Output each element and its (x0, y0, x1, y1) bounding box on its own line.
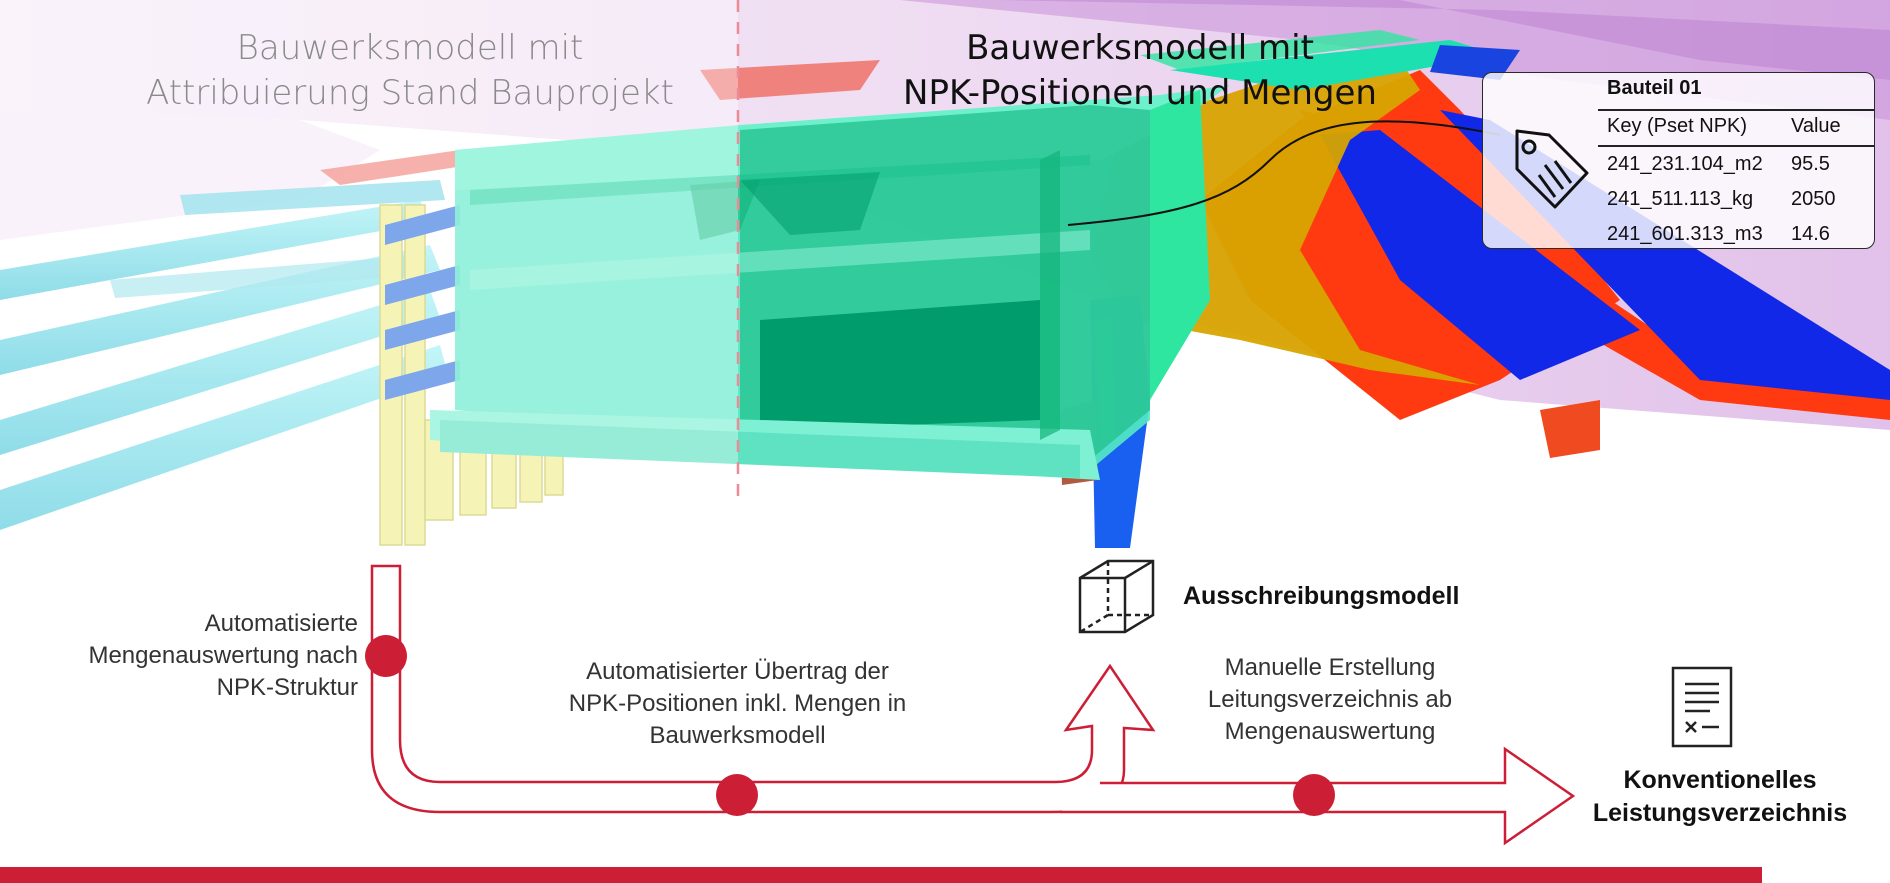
step1-line2: Mengenauswertung nach (88, 642, 358, 669)
title-left: Bauwerksmodell mit Attribuierung Stand B… (120, 26, 700, 116)
step2-line1: Automatisierter Übertrag der (586, 658, 889, 685)
card-title-rule (1598, 109, 1874, 111)
tag-icon (1515, 129, 1589, 209)
title-left-line1: Bauwerksmodell mit (236, 28, 584, 68)
card-header-value: Value (1791, 115, 1841, 137)
step2-line2: NPK-Positionen inkl. Mengen in (568, 690, 907, 717)
marker-step3 (1293, 774, 1335, 816)
card-title: Bauteil 01 (1607, 77, 1702, 99)
output2-line2: Leistungsverzeichnis (1592, 799, 1848, 827)
left-veil (0, 0, 738, 560)
step3-line1: Manuelle Erstellung (1224, 654, 1436, 681)
step3-line3: Mengenauswertung (1224, 718, 1436, 745)
step2-label: Automatisierter Übertrag der NPK-Positio… (530, 656, 945, 752)
card-header-key: Key (Pset NPK) (1607, 115, 1748, 137)
title-right-line2: NPK-Positionen und Mengen (903, 73, 1377, 113)
anchor-heads (385, 205, 460, 400)
card-row-value: 95.5 (1791, 153, 1830, 175)
title-left-line2: Attribuierung Stand Bauprojekt (146, 73, 674, 113)
step3-line2: Leitungsverzeichnis ab (1207, 686, 1453, 713)
workflow-markers (365, 635, 1335, 816)
output2-label: Konventionelles Leistungsverzeichnis (1575, 764, 1865, 830)
output2-line1: Konventionelles (1623, 766, 1817, 794)
title-right-line1: Bauwerksmodell mit (966, 28, 1314, 68)
card-header-rule (1598, 145, 1874, 147)
marker-step1 (365, 635, 407, 677)
output1-label: Ausschreibungsmodell (1183, 580, 1459, 613)
card-row-key: 241_601.313_m3 (1607, 223, 1763, 245)
cube-icon (1078, 559, 1155, 634)
marker-step2 (716, 774, 758, 816)
step1-line1: Automatisierte (204, 610, 358, 637)
ground-anchors (0, 180, 448, 530)
leader-line (1067, 120, 1501, 226)
bottom-accent-bar (0, 867, 1762, 883)
card-row-key: 241_511.113_kg (1607, 188, 1754, 210)
step1-line3: NPK-Struktur (216, 674, 358, 701)
card-row-value: 14.6 (1791, 223, 1830, 245)
property-card: Bauteil 01 Key (Pset NPK) Value 241_231.… (1482, 72, 1875, 249)
bridge-box-girder (430, 85, 1230, 480)
document-icon (1671, 666, 1733, 748)
step3-label: Manuelle Erstellung Leitungsverzeichnis … (1170, 652, 1490, 748)
title-right: Bauwerksmodell mit NPK-Positionen und Me… (860, 26, 1420, 116)
step2-line3: Bauwerksmodell (649, 722, 826, 749)
output1-text: Ausschreibungsmodell (1183, 582, 1460, 610)
step1-label: Automatisierte Mengenauswertung nach NPK… (40, 608, 358, 704)
card-row-value: 2050 (1791, 188, 1836, 210)
card-row-key: 241_231.104_m2 (1607, 153, 1763, 175)
